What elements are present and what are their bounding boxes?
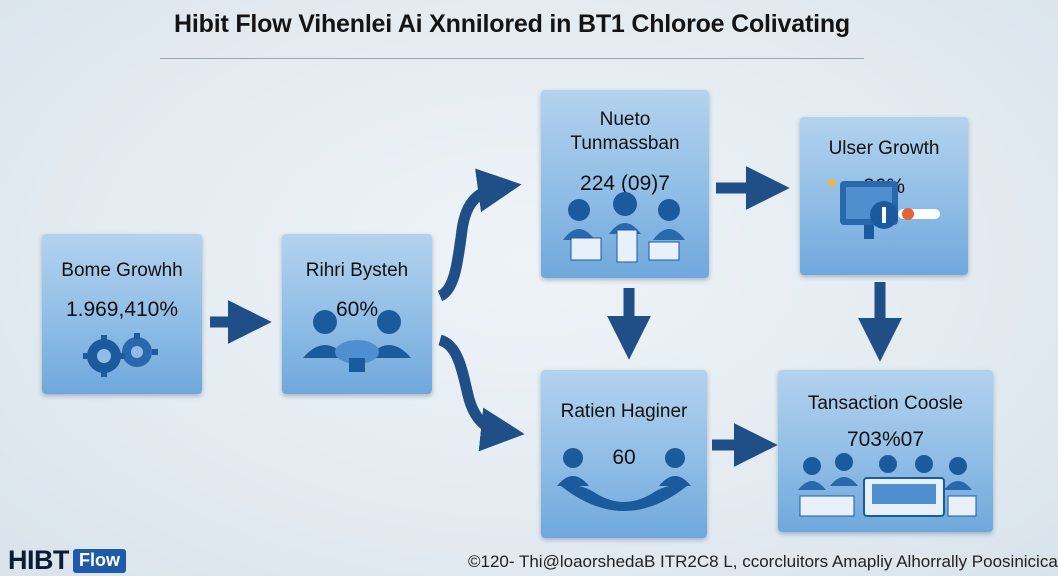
- node-label: Ratien Haginer: [560, 401, 688, 422]
- node-value: 703%07: [846, 428, 925, 451]
- node-value: 60%: [335, 298, 379, 321]
- node-label-line2: Tunmassban: [570, 133, 680, 154]
- node-label: Ulser Growth: [828, 138, 940, 159]
- analytics-monitor-icon: [828, 179, 940, 239]
- title-divider: [160, 58, 864, 59]
- people-group-icon: [303, 310, 411, 372]
- node-transaction-coosle: Tansaction Coosle 703%07: [778, 370, 993, 532]
- node-label: Bome Growhh: [61, 260, 183, 281]
- footer-caption: ©120- Thi@loaorshedaB ITR2C8 L, ccorclui…: [468, 552, 1058, 571]
- node-rihri-bysteh: Rihri Bysteh 60%: [282, 234, 432, 394]
- node-nueto-tunmassban: Nueto Tunmassban 224 (09)7: [541, 90, 709, 278]
- node-user-growth: Ulser Growth 26%: [800, 117, 968, 275]
- diagram-title: Hibit Flow Vihenlei Ai Xnnilored in BT1 …: [174, 10, 850, 38]
- node-ratien-haginer: Ratien Haginer 60: [541, 370, 707, 538]
- arrow-rihri-to-ratien: [437, 334, 525, 452]
- node-value: 60: [612, 446, 636, 469]
- node-value: 224 (09)7: [580, 172, 670, 195]
- logo-badge: Flow: [73, 548, 126, 573]
- node-label: Tansaction Coosle: [807, 393, 964, 414]
- node-label-line1: Nueto: [599, 109, 651, 130]
- team-workstation-icon: [798, 453, 977, 517]
- arrow-rihri-to-nueto: [437, 168, 522, 302]
- flow-arrows: [210, 166, 902, 467]
- team-dashboard-icon: [563, 192, 685, 263]
- gears-icon: [83, 333, 158, 377]
- logo-main-text: HIBT: [8, 545, 70, 575]
- hibt-flow-logo: HIBT Flow: [8, 545, 126, 576]
- node-bome-growth: Bome Growhh 1.969,410%: [42, 234, 202, 394]
- node-value: 1.969,410%: [65, 298, 179, 321]
- node-label: Rihri Bysteh: [305, 260, 409, 281]
- people-network-icon: [557, 448, 691, 511]
